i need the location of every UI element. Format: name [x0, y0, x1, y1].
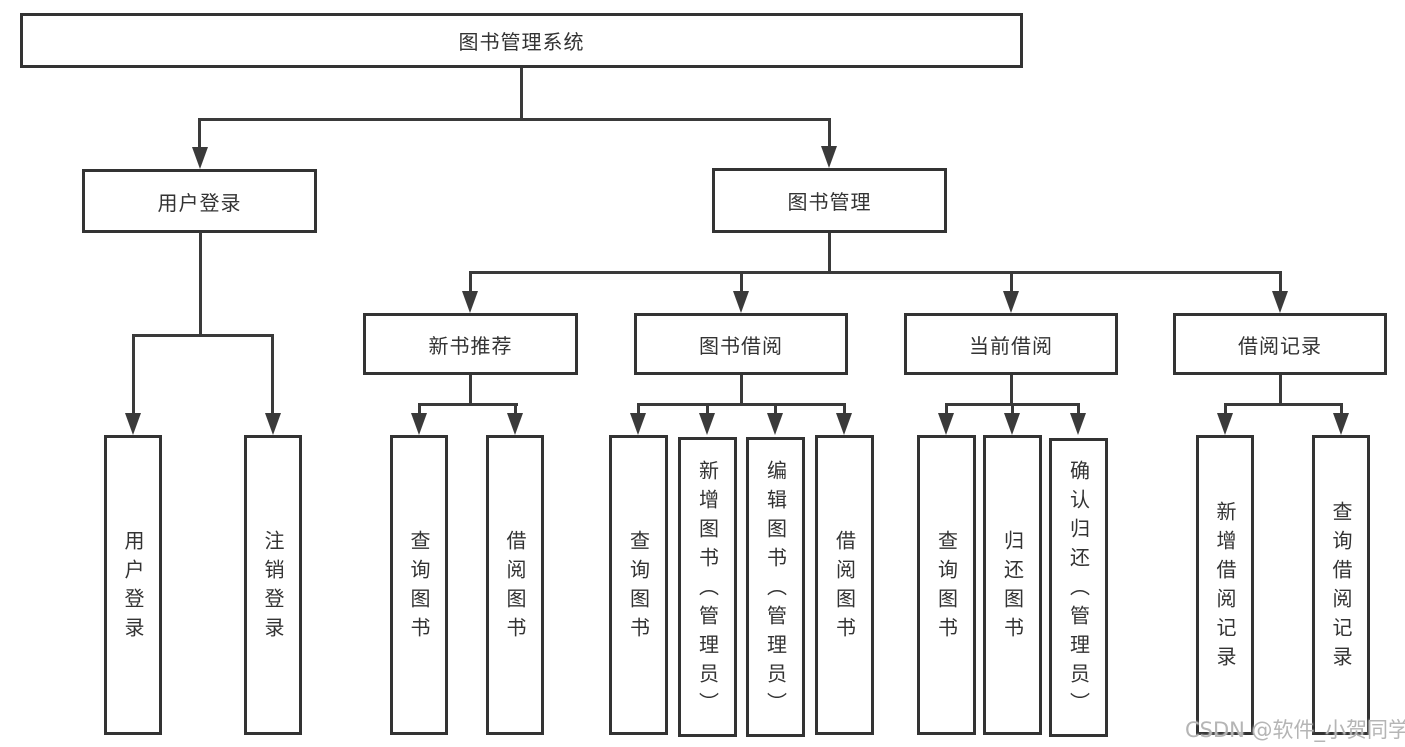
connector-line — [828, 233, 831, 274]
connector-line — [774, 403, 777, 416]
arrowhead-icon — [836, 413, 852, 435]
leaf-current-query-books-label: 查询图书 — [934, 530, 959, 646]
node-book-management: 图书管理 — [712, 168, 947, 233]
leaf-current-query-books: 查询图书 — [917, 435, 976, 735]
leaf-records-add-record-label: 新增借阅记录 — [1213, 501, 1237, 675]
node-user-login-label: 用户登录 — [157, 190, 242, 215]
node-current-borrowing-label: 当前借阅 — [969, 333, 1053, 358]
node-new-book-recommend-label: 新书推荐 — [428, 333, 513, 358]
node-current-borrowing: 当前借阅 — [904, 313, 1118, 375]
leaf-borrow-query-books: 查询图书 — [609, 435, 668, 735]
connector-line — [1077, 403, 1080, 416]
leaf-logout-login-label: 注销登录 — [261, 530, 285, 646]
connector-line — [740, 271, 743, 293]
leaf-records-query-record: 查询借阅记录 — [1312, 435, 1370, 735]
arrowhead-icon — [1003, 291, 1019, 313]
leaf-newbook-borrow-books-label: 借阅图书 — [503, 530, 527, 646]
arrowhead-icon — [733, 291, 749, 313]
leaf-borrow-add-books-admin-label: 新增图书（管理员） — [695, 459, 720, 721]
connector-line — [1010, 375, 1013, 406]
arrowhead-icon — [1217, 413, 1233, 435]
leaf-records-add-record: 新增借阅记录 — [1196, 435, 1254, 735]
connector-line — [198, 118, 831, 121]
leaf-logout-login: 注销登录 — [244, 435, 302, 735]
leaf-newbook-query-books: 查询图书 — [390, 435, 448, 735]
connector-line — [469, 375, 472, 406]
node-book-management-label: 图书管理 — [787, 190, 872, 214]
watermark: CSDN @软件_小贺同学 — [1185, 718, 1405, 742]
arrowhead-icon — [821, 146, 837, 168]
connector-line — [1224, 403, 1227, 416]
arrowhead-icon — [462, 291, 478, 313]
node-new-book-recommend: 新书推荐 — [363, 313, 578, 375]
node-borrowing-records: 借阅记录 — [1173, 313, 1387, 375]
arrowhead-icon — [1272, 291, 1288, 313]
arrowhead-icon — [767, 413, 783, 435]
leaf-newbook-borrow-books: 借阅图书 — [486, 435, 544, 735]
connector-line — [637, 403, 846, 406]
connector-line — [469, 271, 1282, 274]
connector-line — [843, 403, 846, 416]
arrowhead-icon — [125, 413, 141, 435]
leaf-user-login-label: 用户登录 — [121, 530, 145, 646]
node-book-borrowing-label: 图书借阅 — [699, 333, 783, 358]
connector-line — [199, 232, 202, 336]
arrowhead-icon — [265, 413, 281, 435]
connector-line — [418, 403, 518, 406]
arrowhead-icon — [938, 413, 954, 435]
connector-line — [520, 68, 523, 121]
connector-line — [945, 403, 948, 416]
leaf-current-return-books: 归还图书 — [983, 435, 1042, 735]
connector-line — [828, 118, 831, 150]
arrowhead-icon — [1070, 413, 1086, 435]
node-book-borrowing: 图书借阅 — [634, 313, 848, 375]
node-user-login: 用户登录 — [82, 169, 317, 233]
connector-line — [1010, 271, 1013, 293]
connector-line — [1224, 403, 1343, 406]
leaf-current-return-books-label: 归还图书 — [1000, 530, 1025, 646]
connector-line — [469, 271, 472, 293]
connector-line — [132, 334, 135, 416]
arrowhead-icon — [1004, 413, 1020, 435]
connector-line — [271, 334, 274, 416]
leaf-borrow-add-books-admin: 新增图书（管理员） — [678, 437, 737, 737]
leaf-records-query-record-label: 查询借阅记录 — [1329, 501, 1353, 675]
leaf-user-login: 用户登录 — [104, 435, 162, 735]
node-borrowing-records-label: 借阅记录 — [1238, 333, 1322, 358]
arrowhead-icon — [630, 413, 646, 435]
arrowhead-icon — [411, 413, 427, 435]
connector-line — [706, 403, 709, 416]
connector-line — [1011, 403, 1014, 416]
leaf-current-confirm-return-admin-label: 确认归还（管理员） — [1066, 460, 1091, 721]
connector-line — [637, 403, 640, 416]
connector-line — [740, 375, 743, 406]
arrowhead-icon — [1333, 413, 1349, 435]
leaf-borrow-edit-books-admin-label: 编辑图书（管理员） — [763, 459, 788, 721]
connector-line — [1279, 375, 1282, 406]
leaf-newbook-query-books-label: 查询图书 — [407, 530, 431, 646]
connector-line — [198, 118, 201, 150]
arrowhead-icon — [699, 413, 715, 435]
node-root-label: 图书管理系统 — [458, 30, 585, 54]
node-root: 图书管理系统 — [20, 13, 1023, 68]
leaf-borrow-query-books-label: 查询图书 — [626, 530, 651, 646]
arrowhead-icon — [192, 147, 208, 169]
connector-line — [132, 334, 274, 337]
connector-line — [1340, 403, 1343, 416]
connector-line — [418, 403, 421, 416]
leaf-borrow-borrow-books-label: 借阅图书 — [832, 530, 857, 646]
leaf-current-confirm-return-admin: 确认归还（管理员） — [1049, 438, 1108, 737]
connector-line — [1279, 271, 1282, 293]
arrowhead-icon — [507, 413, 523, 435]
leaf-borrow-borrow-books: 借阅图书 — [815, 435, 874, 735]
leaf-borrow-edit-books-admin: 编辑图书（管理员） — [746, 437, 805, 737]
connector-line — [514, 403, 517, 416]
